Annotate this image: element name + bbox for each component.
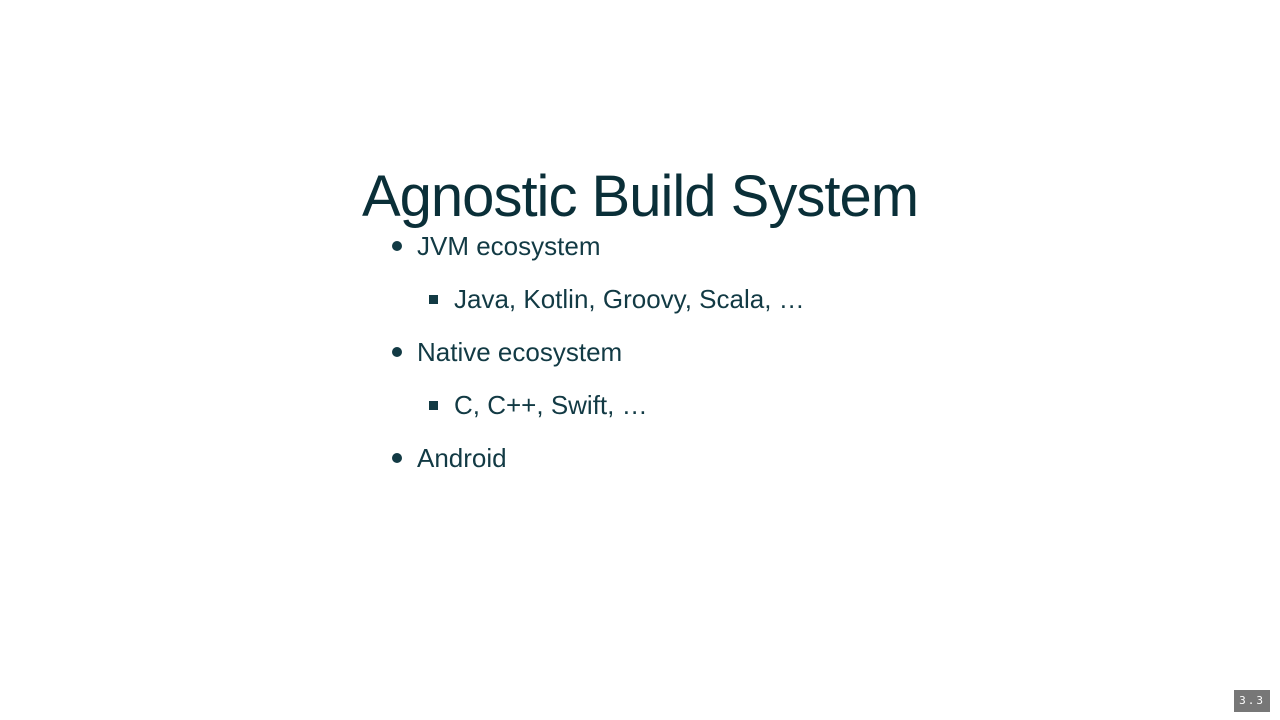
- list-item-text: Java, Kotlin, Groovy, Scala, …: [454, 284, 805, 314]
- square-bullet-icon: [429, 401, 438, 410]
- slide-title: Agnostic Build System: [361, 163, 919, 229]
- list-item: Android: [390, 434, 805, 482]
- list-item-text: Native ecosystem: [417, 337, 623, 367]
- list-item: JVM ecosystem: [390, 222, 805, 270]
- list-item-text: C, C++, Swift, …: [454, 390, 648, 420]
- list-item: Java, Kotlin, Groovy, Scala, …: [390, 275, 805, 323]
- disc-bullet-icon: [392, 241, 402, 251]
- bullet-list: JVM ecosystem Java, Kotlin, Groovy, Scal…: [390, 222, 805, 487]
- square-bullet-icon: [429, 295, 438, 304]
- list-item: Native ecosystem: [390, 328, 805, 376]
- slide-number[interactable]: 3.3: [1234, 690, 1270, 712]
- disc-bullet-icon: [392, 453, 402, 463]
- list-item-text: Android: [417, 443, 507, 473]
- list-item-text: JVM ecosystem: [417, 231, 601, 261]
- disc-bullet-icon: [392, 347, 402, 357]
- list-item: C, C++, Swift, …: [390, 381, 805, 429]
